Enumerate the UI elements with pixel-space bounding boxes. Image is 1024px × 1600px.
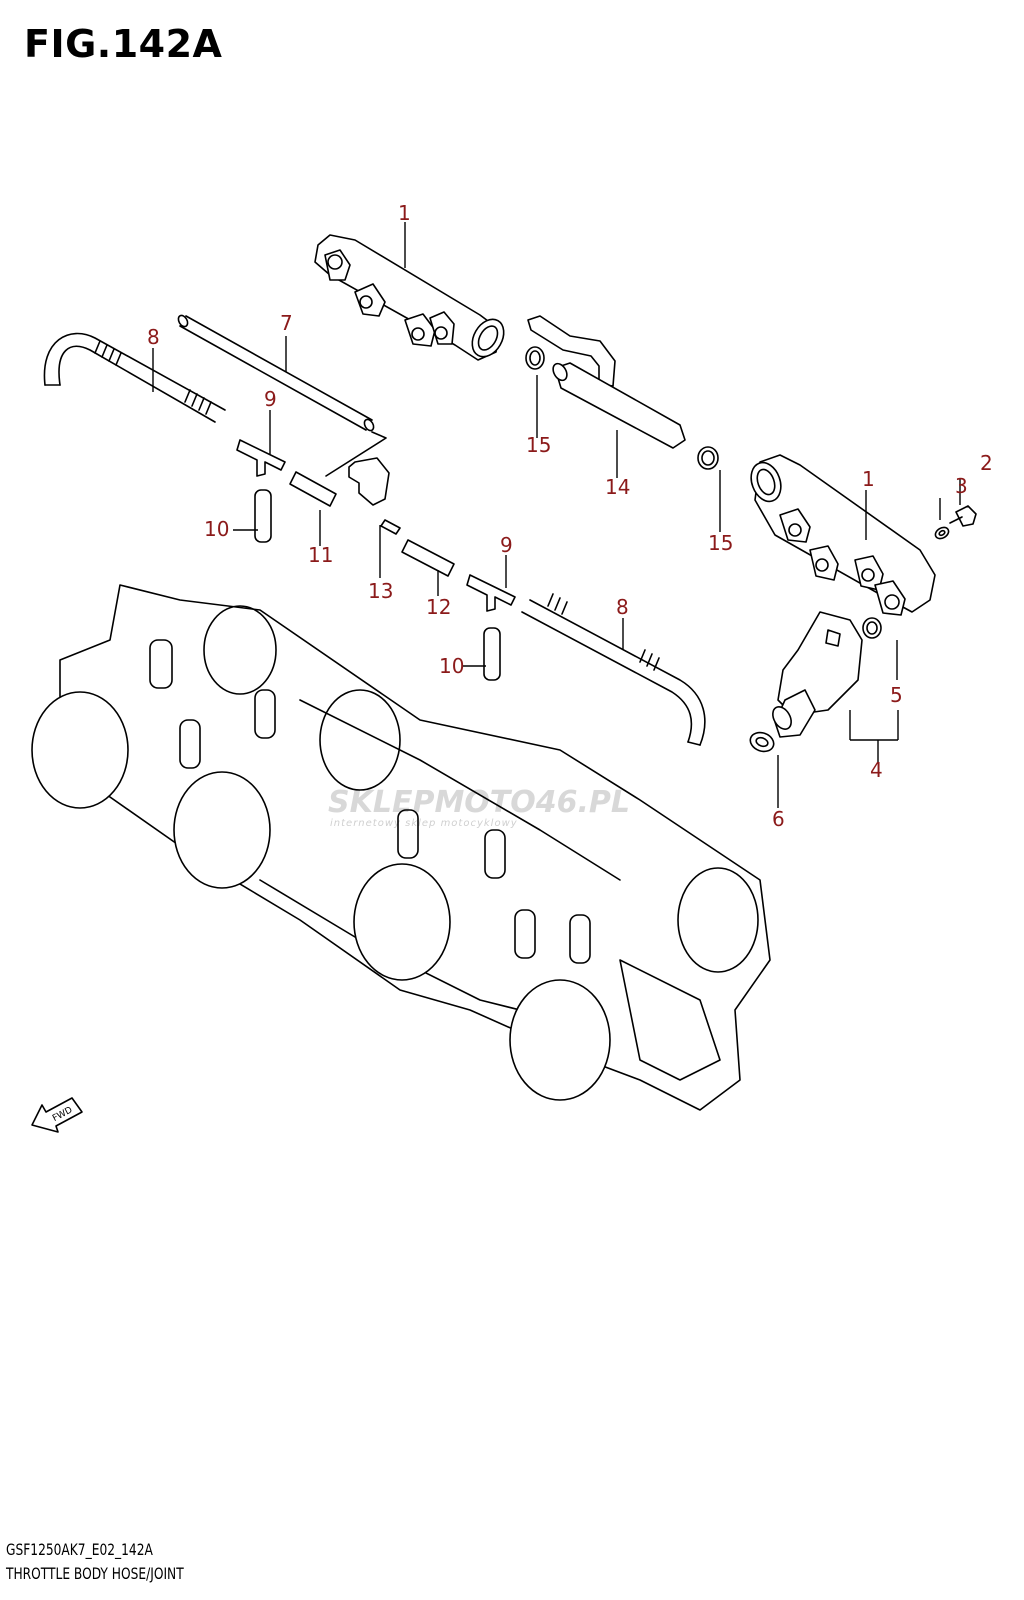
callout-3: 3 <box>955 474 968 498</box>
callout-9-right: 9 <box>500 533 513 557</box>
fuel-inlet-joint <box>525 315 719 470</box>
hose-12 <box>401 539 455 577</box>
throttle-body-assembly <box>31 584 771 1111</box>
screw-and-washer <box>934 505 977 540</box>
callouts: 1 1 2 3 4 5 6 7 8 8 9 9 10 10 11 12 13 1… <box>147 201 993 831</box>
fwd-arrow: FWD <box>31 1097 83 1133</box>
callout-9-left: 9 <box>264 387 277 411</box>
hose-right <box>521 593 706 746</box>
callout-12: 12 <box>426 595 451 619</box>
callout-1-upper: 1 <box>398 201 411 225</box>
callout-5: 5 <box>890 683 903 707</box>
callout-15-right: 15 <box>708 531 733 555</box>
callout-11: 11 <box>308 543 333 567</box>
t-joint-left <box>236 439 286 543</box>
callout-10-left: 10 <box>204 517 229 541</box>
callout-8-left: 8 <box>147 325 160 349</box>
callout-6: 6 <box>772 807 785 831</box>
callout-8-right: 8 <box>616 595 629 619</box>
injector-assembly <box>749 611 882 753</box>
delivery-pipe-right <box>750 454 936 616</box>
callout-14: 14 <box>605 475 630 499</box>
hose-11-joint-13 <box>289 457 401 535</box>
t-joint-right <box>466 574 516 681</box>
watermark-text: SKLEPMOTO46.PL <box>328 785 630 820</box>
callout-7: 7 <box>280 311 293 335</box>
callout-2: 2 <box>980 451 993 475</box>
callout-4: 4 <box>870 758 883 782</box>
leader-lines <box>152 222 961 808</box>
hose-left <box>43 332 226 423</box>
model-code: GSF1250AK7_E02_142A <box>6 1540 153 1559</box>
figure-name: THROTTLE BODY HOSE/JOINT <box>6 1564 184 1583</box>
callout-1-right: 1 <box>862 467 875 491</box>
watermark: SKLEPMOTO46.PL internetowy sklep motocyk… <box>328 785 630 829</box>
hose-7 <box>177 314 387 477</box>
callout-13: 13 <box>368 579 393 603</box>
callout-15-left: 15 <box>526 433 551 457</box>
watermark-subtext: internetowy sklep motocyklowy <box>330 818 518 829</box>
figure-title: FIG.142A <box>24 22 223 66</box>
callout-10-right: 10 <box>439 654 464 678</box>
delivery-pipe-upper <box>314 234 505 361</box>
